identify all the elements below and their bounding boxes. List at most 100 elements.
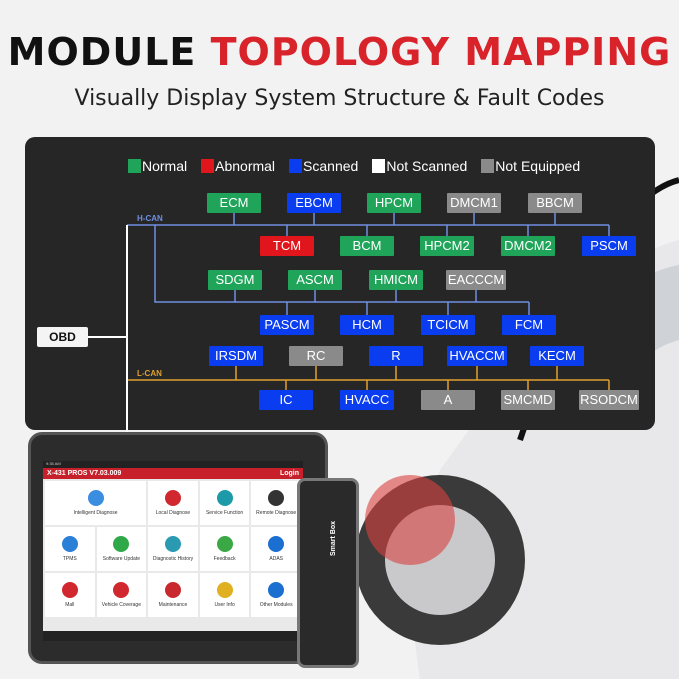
app-tile[interactable]: Vehicle Coverage [96, 573, 147, 617]
module-rsodcm[interactable]: RSODCM [579, 390, 639, 410]
legend-item: Scanned [289, 158, 358, 174]
module-pscm[interactable]: PSCM [582, 236, 636, 256]
legend-swatch [289, 159, 303, 173]
module-kecm[interactable]: KECM [530, 346, 584, 366]
tile-label: Software Update [102, 556, 141, 562]
app-icon [216, 536, 233, 552]
app-icon [113, 582, 130, 598]
page-title: MODULE TOPOLOGY MAPPING [0, 30, 679, 74]
legend-swatch [481, 159, 495, 173]
module-smcmd[interactable]: SMCMD [501, 390, 555, 410]
module-dmcm2[interactable]: DMCM2 [501, 236, 555, 256]
smart-box-device: Smart Box [297, 478, 359, 668]
legend: Normal Abnormal Scanned Not Scanned Not Equi… [128, 158, 580, 174]
module-bbcm[interactable]: BBCM [528, 193, 582, 213]
app-icon [164, 582, 181, 598]
app-tile[interactable]: Mall [45, 573, 95, 617]
module-rc[interactable]: RC [289, 346, 343, 366]
tile-label: Intelligent Diagnose [73, 510, 118, 516]
app-tile[interactable]: Feedback [199, 527, 250, 571]
app-icon [268, 490, 285, 506]
legend-item: Normal [128, 158, 187, 174]
app-tile[interactable]: User Info [199, 573, 250, 617]
l-can-lines [127, 366, 610, 390]
app-icon [113, 536, 130, 552]
app-icon [61, 582, 78, 598]
tile-label: Service Function [205, 510, 244, 516]
tile-label: Feedback [213, 556, 236, 562]
smart-box-label: Smart Box [330, 521, 337, 557]
tablet-screen: 9:35 AM X-431 PROS V7.03.009 Login Intell… [43, 461, 303, 641]
legend-label: Abnormal [215, 158, 276, 174]
tile-label: Remote Diagnose [256, 510, 297, 516]
app-tile[interactable]: Intelligent Diagnose [45, 481, 147, 525]
module-hcm[interactable]: HCM [340, 315, 394, 335]
h-can-label: H-CAN [137, 214, 163, 223]
module-hvaccm[interactable]: HVACCM [447, 346, 507, 366]
app-icon [216, 582, 233, 598]
app-tile[interactable]: Other Modules [251, 573, 301, 617]
module-hmicm[interactable]: HMICM [369, 270, 423, 290]
module-ebcm[interactable]: EBCM [287, 193, 341, 213]
app-icon [87, 490, 104, 506]
app-title: X-431 PROS V7.03.009 [47, 470, 122, 477]
subtitle: Visually Display System Structure & Faul… [74, 86, 605, 111]
legend-label: Normal [142, 158, 188, 174]
module-hpcm2[interactable]: HPCM2 [420, 236, 474, 256]
app-tile[interactable]: Service Function [199, 481, 250, 525]
module-hpcm[interactable]: HPCM [367, 193, 421, 213]
title-part2: TOPOLOGY MAPPING [210, 30, 672, 74]
module-irsdm[interactable]: IRSDM [209, 346, 263, 366]
app-tile[interactable]: ADAS [251, 527, 301, 571]
module-hvacc[interactable]: HVACC [340, 390, 394, 410]
h-can-lines [127, 213, 610, 315]
module-r[interactable]: R [369, 346, 423, 366]
l-can-label: L-CAN [137, 369, 162, 378]
module-pascm[interactable]: PASCM [260, 315, 314, 335]
app-tile[interactable]: Maintenance [148, 573, 198, 617]
tile-label: Mall [65, 602, 75, 608]
module-ascm[interactable]: ASCM [288, 270, 342, 290]
module-eacccm[interactable]: EACCCM [446, 270, 506, 290]
module-sdgm[interactable]: SDGM [208, 270, 262, 290]
app-tile[interactable]: Diagnostic History [148, 527, 198, 571]
app-icon [268, 582, 285, 598]
status-bar: 9:35 AM [43, 461, 303, 468]
obd-node[interactable]: OBD [37, 327, 88, 347]
app-tile[interactable]: TPMS [45, 527, 95, 571]
module-tcm[interactable]: TCM [260, 236, 314, 256]
app-tile[interactable]: Remote Diagnose [251, 481, 301, 525]
module-ic[interactable]: IC [259, 390, 313, 410]
tile-label: Vehicle Coverage [101, 602, 141, 608]
tile-label: Diagnostic History [152, 556, 194, 562]
legend-label: Not Scanned [386, 158, 468, 174]
legend-item: Not Equipped [481, 158, 580, 174]
legend-swatch [201, 159, 215, 173]
legend-swatch [128, 159, 141, 173]
module-a[interactable]: A [421, 390, 475, 410]
module-tcicm[interactable]: TCICM [421, 315, 475, 335]
title-part1: MODULE [7, 30, 197, 74]
module-ecm[interactable]: ECM [207, 193, 261, 213]
app-icon [268, 536, 285, 552]
app-tile[interactable]: Software Update [96, 527, 147, 571]
module-fcm[interactable]: FCM [502, 315, 556, 335]
tile-label: Maintenance [158, 602, 188, 608]
app-icon [164, 490, 181, 506]
legend-item: Abnormal [201, 158, 275, 174]
app-tile[interactable]: Local Diagnose [148, 481, 198, 525]
legend-label: Not Equipped [495, 158, 581, 174]
obd-trunk [88, 225, 128, 432]
tile-label: ADAS [269, 556, 283, 562]
app-icon [61, 536, 78, 552]
app-icon [216, 490, 233, 506]
login-button[interactable]: Login [279, 470, 299, 477]
module-dmcm1[interactable]: DMCM1 [447, 193, 501, 213]
legend-swatch [372, 159, 386, 173]
nav-bar [43, 631, 303, 641]
tile-label: Other Modules [259, 602, 293, 608]
app-header: X-431 PROS V7.03.009 Login [43, 468, 303, 479]
module-bcm[interactable]: BCM [340, 236, 394, 256]
